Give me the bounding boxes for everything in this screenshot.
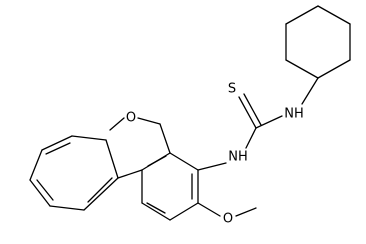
bond-lb-1	[71, 135, 107, 141]
bond-lb-3	[29, 149, 43, 181]
bond-ar-ome	[197, 202, 221, 217]
bond-cy-6	[285, 5, 319, 25]
bond-lb-2	[41, 135, 73, 151]
bond-cs-2	[243, 93, 262, 126]
bond-lb-d1	[45, 142, 71, 155]
bond-c-nh2	[245, 127, 257, 149]
nitrogen-cyclohexyl-label: NH	[284, 107, 304, 122]
bond-rb-2	[169, 202, 199, 221]
bond-fu-2	[117, 169, 143, 179]
bond-lb-5	[49, 205, 85, 211]
bond-nh-c	[255, 115, 283, 129]
oxygen-methoxy-label: O	[223, 212, 233, 227]
bond-lb-4	[29, 179, 51, 207]
bond-cy-4	[285, 59, 319, 79]
bond-cy-3	[317, 59, 351, 79]
bond-lb-6	[83, 177, 119, 211]
bond-nh2-ar	[197, 162, 227, 171]
bond-fu-4	[109, 117, 125, 131]
bond-lb-d2	[36, 179, 54, 201]
bond-cy-1	[317, 5, 351, 25]
bond-rb-3	[141, 202, 171, 221]
bond-rb-d3	[147, 155, 167, 167]
nitrogen-aryl-label: NH	[228, 150, 248, 165]
sulfur-label: S	[228, 82, 236, 97]
bond-cy-nh	[301, 77, 319, 105]
bond-rb-6	[169, 152, 199, 171]
oxygen-ring-label: O	[126, 111, 136, 126]
bond-group	[29, 5, 351, 221]
bond-cs-1	[238, 96, 257, 129]
bond-fu-1	[159, 123, 171, 154]
atom-label-group: O S NH NH O	[126, 82, 304, 227]
bond-fu-5	[137, 117, 161, 125]
bond-fu-3	[105, 139, 119, 179]
bond-lb-d3	[87, 177, 113, 203]
bond-ome-me	[235, 207, 257, 217]
bond-rb-d2	[146, 202, 166, 214]
